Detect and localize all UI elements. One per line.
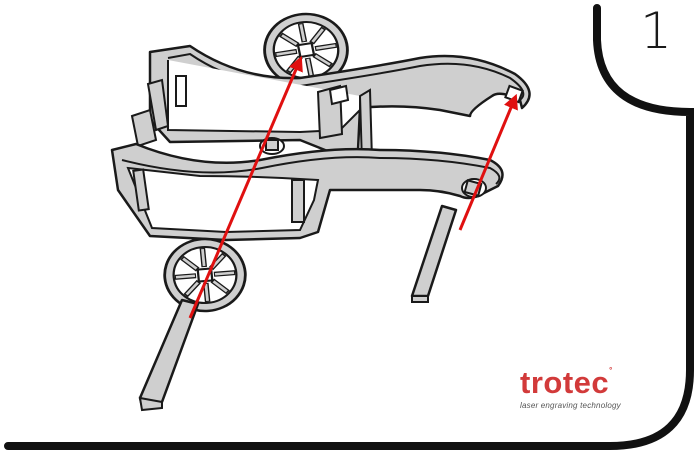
- brand-tagline: laser engraving technology: [520, 401, 621, 410]
- brand-name: trotec°: [520, 365, 613, 400]
- wheel-icon: [161, 236, 248, 314]
- page-frame: [4, 4, 694, 450]
- front-side-panel: [110, 137, 504, 242]
- back-side-panel: [130, 44, 531, 166]
- leg-piece-icon: [410, 204, 458, 303]
- step-number: 1: [640, 2, 672, 60]
- assembly-arrow-icon: [188, 55, 303, 319]
- assembly-arrow-icon: [458, 93, 518, 231]
- trotec-logo: trotec° laser engraving technology: [520, 365, 640, 411]
